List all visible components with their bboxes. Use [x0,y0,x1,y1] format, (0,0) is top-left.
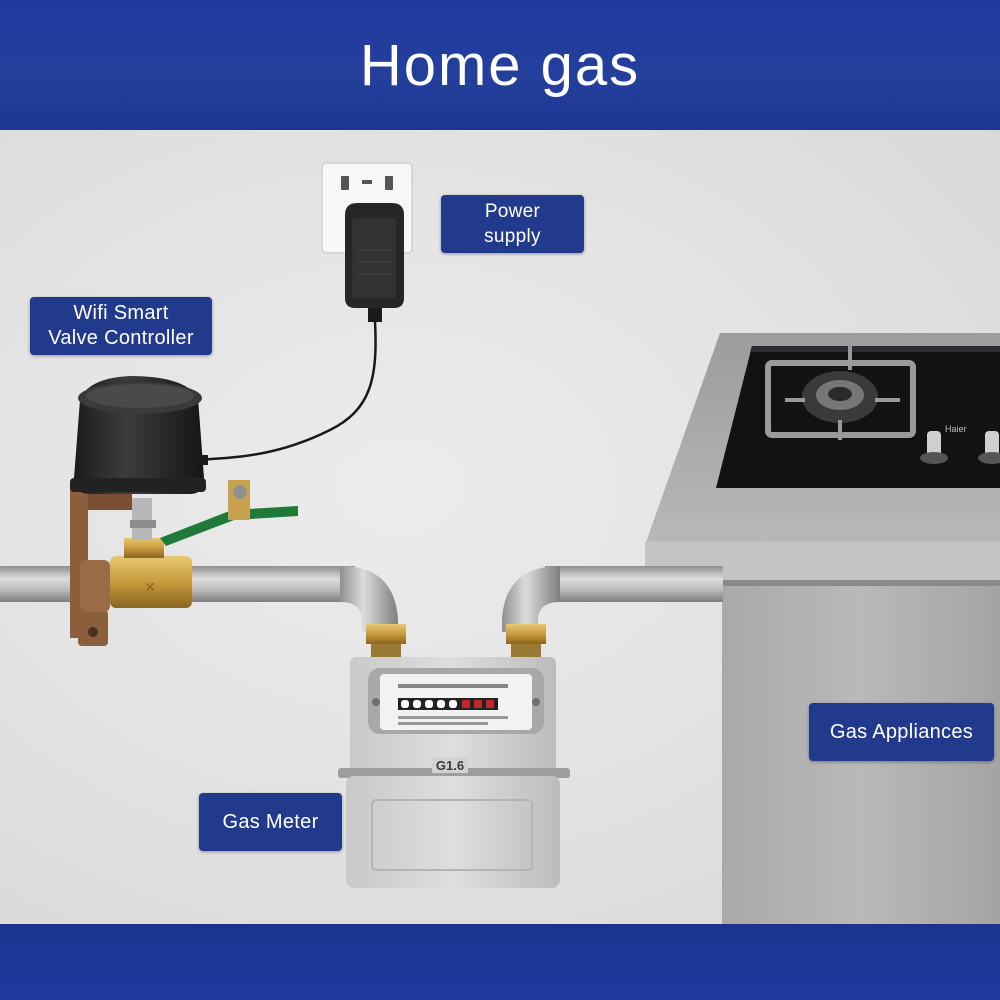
power-supply-label: Power supply [441,195,584,253]
meter-model-label: G1.6 [436,758,464,773]
ball-valve: ✕ [70,480,298,646]
gas-appliances-label: Gas Appliances [809,703,994,761]
gas-meter: G1.6 [338,657,570,888]
stove-hob: Haier [716,345,1000,488]
smart-valve-controller [70,376,208,494]
stove-brand: Haier [945,424,967,434]
valve-controller-label: Wifi Smart Valve Controller [30,297,212,355]
page-title: Home gas [359,32,641,98]
power-adapter [189,203,404,462]
gas-meter-label: Gas Meter [199,793,342,851]
header-banner: Home gas [0,0,1000,130]
svg-text:✕: ✕ [144,579,156,595]
footer-band [0,924,1000,1000]
